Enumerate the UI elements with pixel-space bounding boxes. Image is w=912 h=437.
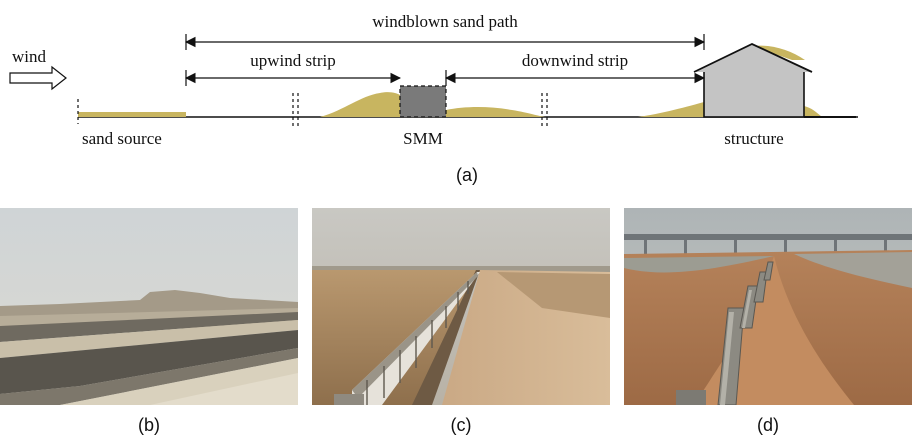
photo-c: (c) — [312, 208, 610, 435]
downwind-label: downwind strip — [522, 51, 628, 70]
schematic-diagram: wind windblown sand path upwind strip do… — [9, 12, 858, 185]
source-label: sand source — [82, 129, 162, 148]
smm-label: SMM — [403, 129, 443, 148]
upwind-sand-mound — [320, 92, 400, 117]
structure-roof-fill — [704, 46, 804, 70]
caption-b: (b) — [138, 415, 160, 435]
downwind-sand-mound — [446, 107, 545, 117]
structure-downwind-sand — [804, 106, 822, 117]
smm-block — [399, 85, 447, 118]
path-label: windblown sand path — [372, 12, 518, 31]
upwind-label: upwind strip — [250, 51, 335, 70]
caption-a: (a) — [456, 165, 478, 185]
structure-label: structure — [724, 129, 783, 148]
photo-d: (d) — [624, 208, 912, 435]
sand-source-deposit — [78, 112, 186, 117]
structure-upwind-sand — [638, 102, 704, 117]
wind-arrow-icon — [9, 65, 67, 91]
structure-body — [703, 69, 805, 118]
caption-c: (c) — [451, 415, 472, 435]
photo-b: (b) — [0, 208, 298, 435]
wind-label: wind — [12, 47, 47, 66]
caption-d: (d) — [757, 415, 779, 435]
